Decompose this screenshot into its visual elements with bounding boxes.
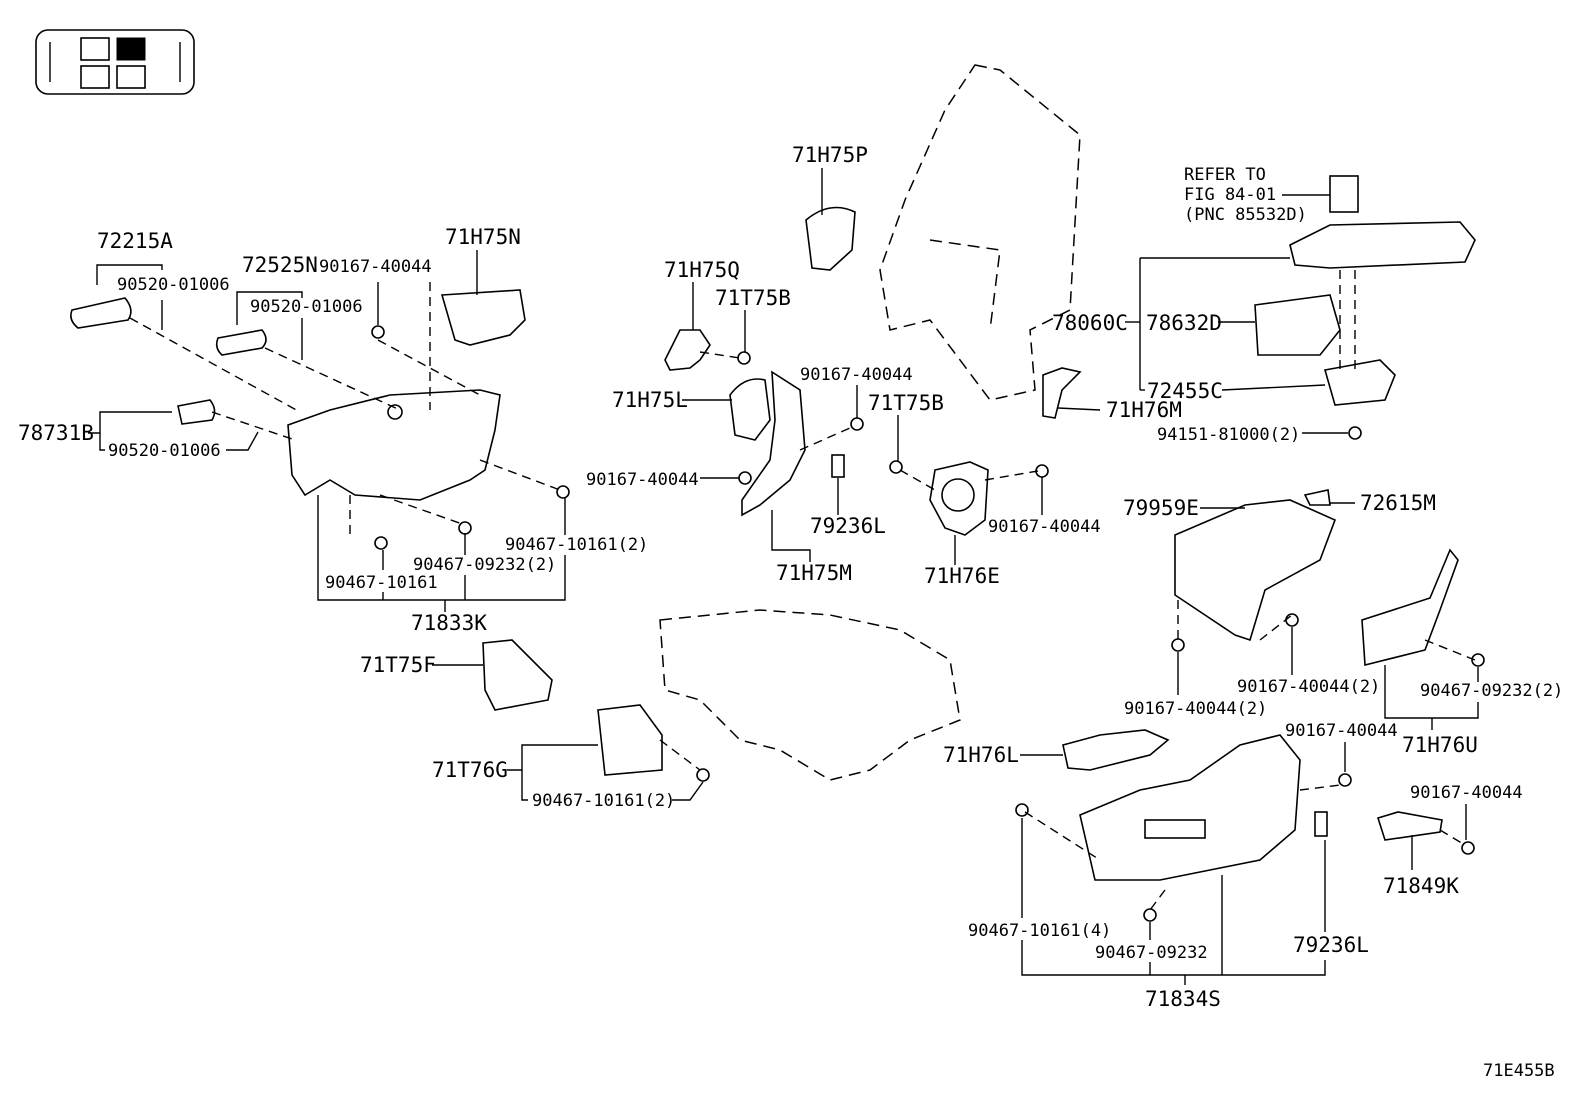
label-71T76G[interactable]: 71T76G: [432, 758, 508, 782]
label-79236L-b[interactable]: 79236L: [1293, 933, 1369, 957]
part-72615M-clip[interactable]: [1303, 489, 1331, 506]
part-72215A-handle[interactable]: [70, 297, 132, 329]
label-71H75P[interactable]: 71H75P: [792, 143, 868, 167]
label-90167-40044-2-a[interactable]: 90167-40044(2): [1237, 677, 1380, 697]
label-78731B[interactable]: 78731B: [18, 421, 94, 445]
label-71T75B-a[interactable]: 71T75B: [715, 286, 791, 310]
part-71H76M-bracket[interactable]: [1042, 367, 1082, 419]
figure-id: 71E455B: [1483, 1061, 1555, 1081]
part-78060C-box[interactable]: [1289, 221, 1476, 269]
part-79959E-duct[interactable]: [1174, 499, 1337, 642]
label-71H76L[interactable]: 71H76L: [943, 743, 1019, 767]
part-71H75P-cover[interactable]: [805, 206, 856, 271]
part-72525N-handle[interactable]: [215, 329, 267, 356]
part-number-labels: 72215A 90520-01006 72525N 90520-01006 90…: [18, 143, 1563, 1081]
label-90467-09232[interactable]: 90467-09232: [1095, 943, 1208, 963]
label-72615M[interactable]: 72615M: [1360, 491, 1436, 515]
label-71H76U[interactable]: 71H76U: [1402, 733, 1478, 757]
part-71833K-trim-panel[interactable]: [287, 389, 501, 501]
label-90467-10161[interactable]: 90467-10161: [325, 573, 438, 593]
label-72455C[interactable]: 72455C: [1147, 379, 1223, 403]
part-79236L-clip-b[interactable]: [1314, 811, 1328, 837]
label-90467-10161-2-a[interactable]: 90467-10161(2): [505, 535, 648, 555]
label-90467-10161-4[interactable]: 90467-10161(4): [968, 921, 1111, 941]
label-71T75B-b[interactable]: 71T75B: [868, 391, 944, 415]
label-71H76E[interactable]: 71H76E: [924, 564, 1000, 588]
part-85532D-switch[interactable]: [1329, 175, 1359, 213]
part-71849K-bracket[interactable]: [1376, 811, 1443, 841]
label-79959E[interactable]: 79959E: [1123, 496, 1199, 520]
label-72525N[interactable]: 72525N: [242, 253, 318, 277]
label-71H76M[interactable]: 71H76M: [1106, 398, 1182, 422]
label-72215A[interactable]: 72215A: [97, 229, 173, 253]
label-71834S[interactable]: 71834S: [1145, 987, 1221, 1011]
label-90520-01006-a[interactable]: 90520-01006: [117, 275, 230, 295]
assembly-dashed-lines: [129, 270, 1476, 911]
floor-outline: [659, 609, 961, 781]
part-78632D-panel[interactable]: [1254, 294, 1341, 356]
part-71834S-trim-panel[interactable]: [1079, 734, 1301, 881]
label-90167-40044-e[interactable]: 90167-40044: [1285, 721, 1398, 741]
vehicle-locator-icon: [35, 29, 195, 95]
part-71H75N-cover[interactable]: [440, 289, 526, 346]
part-79236L-clip-a[interactable]: [831, 454, 845, 478]
label-71H75N[interactable]: 71H75N: [445, 225, 521, 249]
part-71T76G-bracket[interactable]: [597, 704, 663, 776]
label-71833K[interactable]: 71833K: [411, 611, 487, 635]
part-71H75L-cover[interactable]: [729, 378, 771, 441]
label-90467-10161-2-b[interactable]: 90467-10161(2): [532, 791, 675, 811]
label-90167-40044-2-b[interactable]: 90167-40044(2): [1124, 699, 1267, 719]
label-90520-01006-c[interactable]: 90520-01006: [108, 441, 221, 461]
label-90520-01006-b[interactable]: 90520-01006: [250, 297, 363, 317]
label-90167-40044-a[interactable]: 90167-40044: [319, 257, 432, 277]
part-71H76E-duct[interactable]: [929, 461, 989, 536]
part-71H76L-bracket[interactable]: [1062, 729, 1170, 771]
part-78731B-cap[interactable]: [177, 399, 216, 425]
refer-to-line1: REFER TO: [1184, 165, 1266, 185]
part-72455C-bracket[interactable]: [1323, 359, 1396, 406]
label-79236L-a[interactable]: 79236L: [810, 514, 886, 538]
refer-to-line3: (PNC 85532D): [1184, 205, 1307, 225]
label-90167-40044-f[interactable]: 90167-40044: [1410, 783, 1523, 803]
fasteners: [371, 325, 1485, 922]
refer-to-line2[interactable]: FIG 84-01: [1184, 185, 1276, 205]
label-90467-09232-2-a[interactable]: 90467-09232(2): [413, 555, 556, 575]
label-71T75F[interactable]: 71T75F: [360, 653, 436, 677]
label-71849K[interactable]: 71849K: [1383, 874, 1459, 898]
label-78060C[interactable]: 78060C: [1052, 311, 1128, 335]
label-78632D[interactable]: 78632D: [1146, 311, 1222, 335]
label-71H75M[interactable]: 71H75M: [776, 561, 852, 585]
label-71H75L[interactable]: 71H75L: [612, 388, 688, 412]
label-94151-81000-2[interactable]: 94151-81000(2): [1157, 425, 1300, 445]
part-71H75M-panel[interactable]: [741, 370, 806, 517]
part-71H76U-bracket[interactable]: [1361, 548, 1459, 667]
label-90167-40044-d[interactable]: 90167-40044: [988, 517, 1101, 537]
label-90167-40044-b[interactable]: 90167-40044: [800, 365, 913, 385]
leader-lines: [88, 168, 1479, 985]
part-71T75F-cover[interactable]: [482, 639, 553, 711]
label-90167-40044-c[interactable]: 90167-40044: [586, 470, 699, 490]
label-90467-09232-2-b[interactable]: 90467-09232(2): [1420, 681, 1563, 701]
label-71H75Q[interactable]: 71H75Q: [664, 258, 740, 282]
part-71H75Q-bracket[interactable]: [664, 329, 711, 371]
center-frame-outline: [879, 64, 1081, 401]
